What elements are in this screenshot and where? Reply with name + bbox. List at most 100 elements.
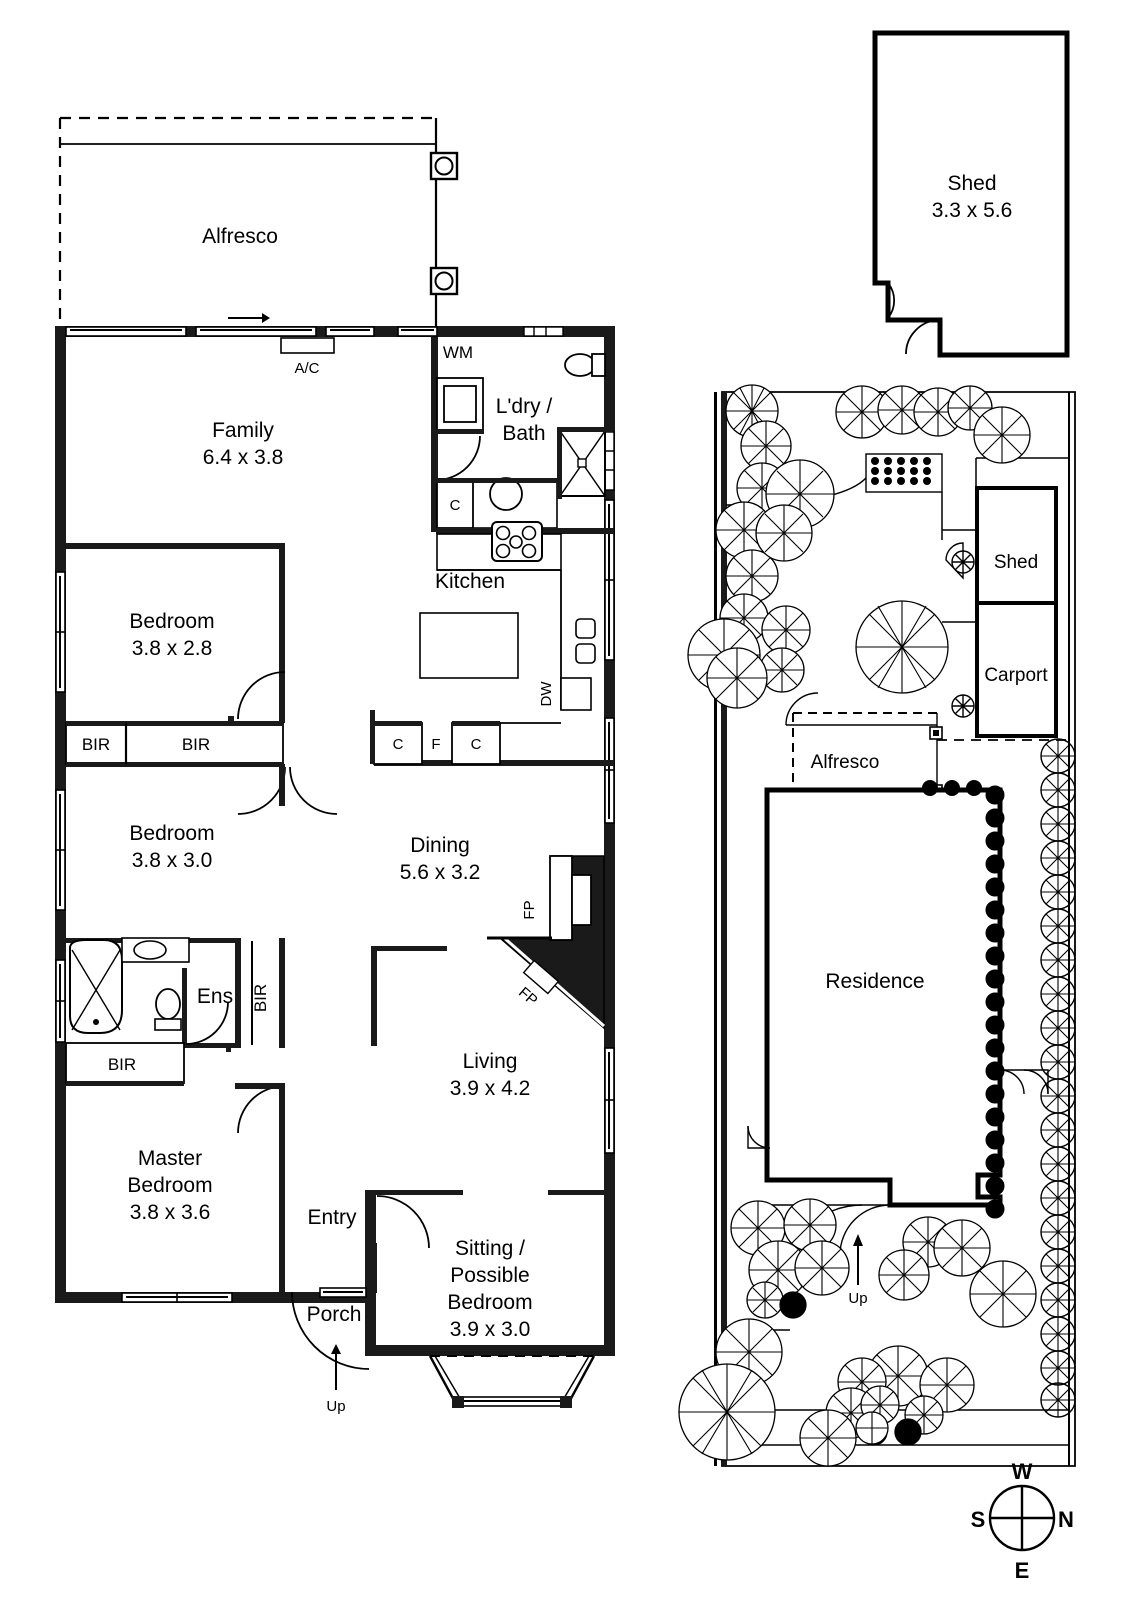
window-bedroom2-west [55,571,66,693]
ac-unit: A/C [280,337,335,377]
shower-fixture [559,430,606,497]
window-laundry-north [523,326,564,337]
window-bath-east [604,431,615,491]
alfresco-post-south [429,266,459,296]
wall-master-right [279,1086,285,1293]
porch-front-door [319,1287,367,1298]
fixture-label-wm: WM [443,343,473,362]
compass-label-top: W [1012,1459,1033,1484]
door-swing-hall [289,766,338,815]
compass-label-left: S [971,1507,986,1532]
room-label-porch: Porch [307,1303,362,1326]
carport-shrub [951,694,975,718]
window-kitchen-east [604,499,615,661]
window-living-east [604,1047,615,1154]
room-dims-sitting: 3.9 x 3.0 [450,1318,531,1341]
window-family-north [65,326,375,337]
window-ensuite-west [55,959,66,1043]
tree-canopy-group-rear [687,384,1031,709]
shed-door-shrub [945,542,975,580]
structure-label-shed-top: Shed [947,172,996,195]
door-swing-bedroom2 [237,671,286,720]
room-label-master-line1: Master [138,1147,202,1170]
structure-label-shed-site: Shed [994,552,1038,573]
fixture-label-fp-1: FP [521,900,538,919]
wall-wm-base [436,429,484,434]
compass-rose: W S N E [971,1459,1074,1583]
fixture-label-cupboard-left: C [393,736,404,753]
room-label-bedroom3: Bedroom [129,822,214,845]
stair-up-marker-site: Up [848,1234,868,1307]
floor-plan-panel: Alfresco [55,116,615,1415]
fixture-label-ac: A/C [294,360,319,377]
room-label-alfresco: Alfresco [202,225,278,248]
window-bedroom3-west [55,789,66,911]
fixture-label-cupboard-ldry: C [450,497,461,514]
fixture-label-cupboard-right: C [471,736,482,753]
toilet-fixture [564,353,606,377]
room-label-kitchen: Kitchen [435,570,505,593]
room-label-living: Living [463,1050,518,1073]
room-dims-master: 3.8 x 3.6 [130,1201,211,1224]
wall-hall-bottom [371,1190,463,1195]
wall-hall-left [279,764,285,806]
compass-label-bottom: E [1015,1558,1030,1583]
fixture-label-bir-ens: BIR [251,984,270,1012]
window-master-south [121,1292,233,1303]
structure-label-residence: Residence [825,970,924,993]
cupboard-laundry: C [436,479,474,529]
wall-shower-top [557,427,613,432]
tree-canopy-group-front [678,1198,1037,1467]
fixture-label-bir-1: BIR [82,735,110,754]
wall-bedroom2-right [279,543,285,723]
shed-detached-plan: Shed 3.3 x 5.6 [872,30,1070,358]
wall-bedroom2-top [66,543,285,549]
room-label-sitting-line2: Possible [450,1264,529,1287]
room-label-entry: Entry [307,1206,357,1229]
kitchen-sink [575,618,596,664]
fixture-label-dw: DW [538,681,555,707]
room-label-sitting-line1: Sitting / [455,1237,525,1260]
kitchen-island [419,612,519,679]
bay-window-sitting [428,1355,596,1408]
room-label-laundry-line1: L'dry / [496,395,553,418]
wall-entry-right [371,1243,377,1293]
stair-up-marker-plan: Up [326,1344,346,1415]
fireplace-block: FP FP [487,855,605,1030]
cupboard-fridge-row: C F C [370,710,561,765]
room-dims-dining: 5.6 x 3.2 [400,861,481,884]
wall-shower-left [557,427,562,499]
hedge-east-residence [922,780,1005,1219]
sliding-door-arrow [228,313,270,323]
door-swing-entry [376,1195,430,1249]
garden-bed-grid [865,453,943,493]
fixture-label-fridge: F [431,736,440,753]
room-label-sitting-line3: Bedroom [447,1291,532,1314]
structure-label-alfresco-site: Alfresco [811,752,880,773]
ensuite-area: Ens BIR BIR [65,937,285,1086]
room-label-master-line2: Bedroom [127,1174,212,1197]
structure-label-carport: Carport [984,665,1048,686]
room-label-dining: Dining [410,834,470,857]
room-label-bedroom2: Bedroom [129,610,214,633]
stair-label-up-plan: Up [326,1398,345,1415]
fixture-label-bir-2: BIR [182,735,210,754]
window-dining-east [604,717,615,824]
room-dims-bedroom3: 3.8 x 3.0 [132,849,213,872]
room-label-laundry-line2: Bath [502,422,545,445]
structure-dims-shed-top: 3.3 x 5.6 [932,199,1013,222]
wall-hall-top [371,946,447,951]
wall-laundry-top [436,478,558,483]
stair-label-up-site: Up [848,1290,867,1307]
site-plan-panel: Shed 3.3 x 5.6 Shed [678,30,1076,1583]
room-dims-living: 3.9 x 4.2 [450,1077,531,1100]
hedge-east-boundary [1040,738,1076,1418]
site-shed-block: Shed [975,486,1058,605]
window-family-north-right [397,326,438,337]
site-carport-block: Carport [975,601,1058,738]
path-curve-front [839,1204,891,1256]
cooktop [491,521,543,562]
washing-machine [436,377,484,431]
wall-hall-right [371,946,377,1046]
